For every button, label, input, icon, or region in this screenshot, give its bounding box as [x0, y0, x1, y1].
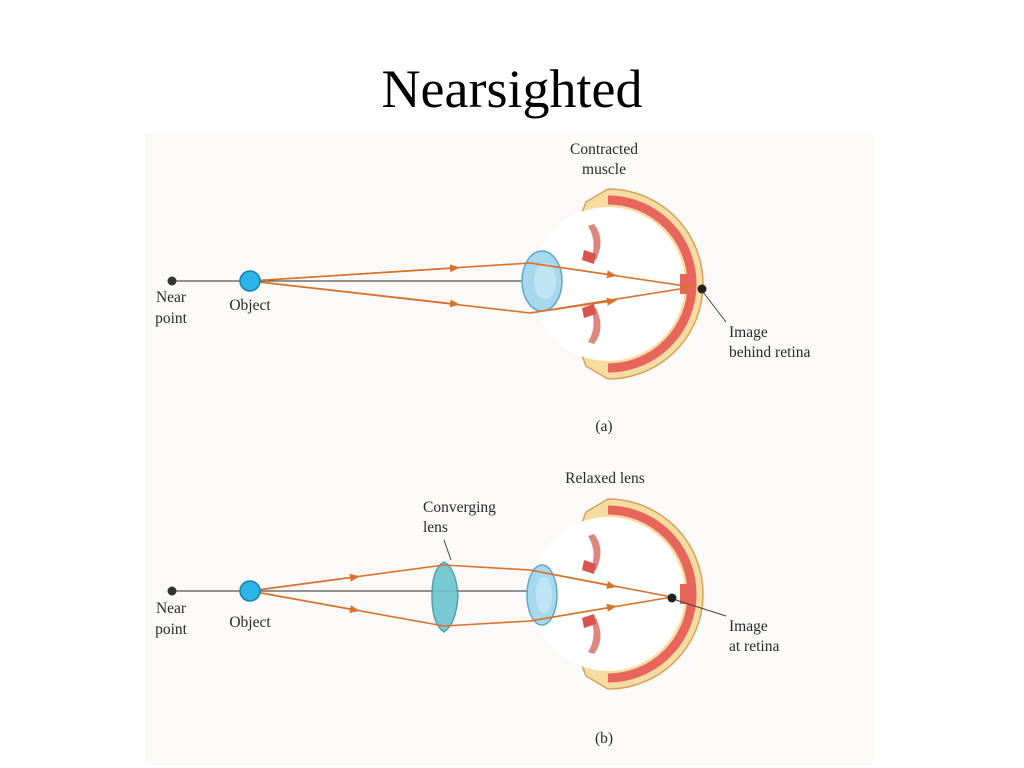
image-label-b: Image	[729, 618, 768, 635]
image-leader-b	[675, 599, 727, 617]
contracted-label: Contracted	[570, 141, 638, 158]
light-rays-b	[249, 564, 673, 627]
muscle-label: muscle	[582, 161, 626, 178]
converging-lens	[431, 561, 459, 633]
image-leader-a	[702, 291, 727, 323]
near-point-dot-a	[167, 276, 177, 286]
caption-b: (b)	[595, 730, 613, 747]
caption-a: (a)	[595, 418, 612, 435]
image-label-a: Image	[729, 324, 768, 341]
near-label-a: Near	[156, 289, 187, 306]
relaxed-lens-label: Relaxed lens	[565, 470, 645, 487]
lens-label: lens	[423, 519, 448, 536]
point-label-b: point	[155, 621, 188, 638]
image-point-a	[697, 284, 707, 294]
object-b	[239, 580, 261, 602]
diagram-figure	[145, 133, 873, 765]
converging-label: Converging	[423, 499, 496, 516]
at-retina-label: at retina	[729, 638, 779, 655]
panel-a: Near point Object Contracted muscle Imag…	[155, 141, 810, 435]
object-label-a: Object	[229, 297, 271, 314]
converging-lens-leader	[443, 539, 452, 561]
point-label-a: point	[155, 310, 188, 327]
object-a	[239, 270, 261, 292]
near-label-b: Near	[156, 600, 187, 617]
panel-b: Near point Object Relaxed lens Convergin…	[155, 470, 779, 747]
image-point-b	[667, 593, 677, 603]
behind-retina-label: behind retina	[729, 344, 810, 361]
near-point-dot-b	[167, 586, 177, 596]
object-label-b: Object	[229, 614, 271, 631]
slide-title: Nearsighted	[381, 59, 643, 119]
light-rays-a	[249, 262, 693, 314]
